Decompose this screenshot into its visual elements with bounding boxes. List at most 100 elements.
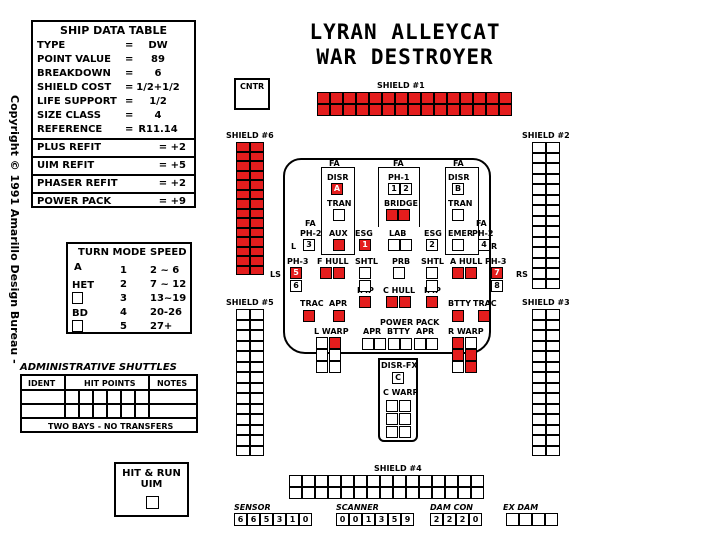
shield-4-box[interactable] <box>471 475 484 487</box>
phaser-6-box[interactable]: 6 <box>290 280 302 292</box>
shield-4-box[interactable] <box>289 475 302 487</box>
shield-3-box[interactable] <box>532 330 546 341</box>
scanner-track-box[interactable]: 3 <box>375 513 388 526</box>
apr-box[interactable] <box>374 338 386 350</box>
l-warp-box[interactable] <box>316 349 328 361</box>
shield-3-box[interactable] <box>532 351 546 362</box>
shield-6-box[interactable] <box>236 265 250 275</box>
shield-1-box[interactable] <box>395 92 408 104</box>
het-checkbox[interactable] <box>72 292 83 304</box>
shuttle-box[interactable] <box>426 267 438 279</box>
shield-4-box[interactable] <box>406 487 419 499</box>
shield-1-box[interactable] <box>343 92 356 104</box>
shield-2-box[interactable] <box>546 205 560 216</box>
l-warp-box[interactable] <box>329 337 341 349</box>
shield-4-box[interactable] <box>302 487 315 499</box>
shield-5-box[interactable] <box>236 403 250 414</box>
shield-6-box[interactable] <box>236 237 250 247</box>
shield-1-box[interactable] <box>369 92 382 104</box>
shield-5-box[interactable] <box>250 330 264 341</box>
shield-3-box[interactable] <box>532 382 546 393</box>
shield-5-box[interactable] <box>236 309 250 320</box>
shield-2-box[interactable] <box>532 236 546 247</box>
phaser-1-box[interactable]: 1 <box>388 183 400 195</box>
shield-6-box[interactable] <box>250 246 264 256</box>
disruptor-a-box[interactable]: A <box>331 183 343 195</box>
dam-con-track-box[interactable]: 2 <box>430 513 443 526</box>
r-warp-box[interactable] <box>465 361 477 373</box>
apr-box[interactable] <box>362 338 374 350</box>
shield-4-box[interactable] <box>328 475 341 487</box>
lab-box[interactable] <box>388 239 400 251</box>
tractor-box[interactable] <box>303 310 315 322</box>
shuttle-box[interactable] <box>426 280 438 292</box>
shield-4-box[interactable] <box>380 487 393 499</box>
shield-3-box[interactable] <box>546 424 560 435</box>
r-warp-box[interactable] <box>452 349 464 361</box>
shield-1-box[interactable] <box>447 92 460 104</box>
shield-3-box[interactable] <box>546 330 560 341</box>
shield-5-box[interactable] <box>250 382 264 393</box>
shield-3-box[interactable] <box>532 340 546 351</box>
shield-2-box[interactable] <box>546 152 560 163</box>
shield-1-box[interactable] <box>317 104 330 116</box>
shield-4-box[interactable] <box>471 487 484 499</box>
shield-4-box[interactable] <box>354 487 367 499</box>
shield-3-box[interactable] <box>546 435 560 446</box>
sensor-track-box[interactable]: 0 <box>299 513 312 526</box>
shield-1-box[interactable] <box>486 104 499 116</box>
shield-1-box[interactable] <box>408 92 421 104</box>
shield-4-box[interactable] <box>380 475 393 487</box>
l-warp-box[interactable] <box>316 337 328 349</box>
shield-6-box[interactable] <box>236 227 250 237</box>
shield-4-box[interactable] <box>302 475 315 487</box>
bridge-box[interactable] <box>386 209 398 221</box>
shield-2-box[interactable] <box>532 205 546 216</box>
apr-box[interactable] <box>333 310 345 322</box>
sensor-track-box[interactable]: 3 <box>273 513 286 526</box>
scanner-track-box[interactable]: 9 <box>401 513 414 526</box>
transporter-box[interactable] <box>333 209 345 221</box>
shield-4-box[interactable] <box>341 487 354 499</box>
shield-6-box[interactable] <box>236 208 250 218</box>
shield-1-box[interactable] <box>330 92 343 104</box>
shield-3-box[interactable] <box>546 319 560 330</box>
c-warp-box[interactable] <box>386 413 398 425</box>
shield-4-box[interactable] <box>393 475 406 487</box>
f-hull-box[interactable] <box>333 267 345 279</box>
shield-2-box[interactable] <box>546 257 560 268</box>
shield-4-box[interactable] <box>419 487 432 499</box>
shield-1-box[interactable] <box>317 92 330 104</box>
shield-1-box[interactable] <box>356 104 369 116</box>
shield-6-box[interactable] <box>250 142 264 152</box>
shield-5-box[interactable] <box>236 330 250 341</box>
shield-1-box[interactable] <box>434 104 447 116</box>
impulse-box[interactable] <box>426 296 438 308</box>
shield-1-box[interactable] <box>460 104 473 116</box>
shield-5-box[interactable] <box>236 382 250 393</box>
ex-dam-track-box[interactable] <box>532 513 545 526</box>
sensor-track-box[interactable]: 6 <box>247 513 260 526</box>
transporter-box[interactable] <box>452 209 464 221</box>
shield-6-box[interactable] <box>236 142 250 152</box>
shield-6-box[interactable] <box>236 256 250 266</box>
shield-1-box[interactable] <box>382 92 395 104</box>
shield-2-box[interactable] <box>532 257 546 268</box>
shield-4-box[interactable] <box>341 475 354 487</box>
lab-box[interactable] <box>400 239 412 251</box>
shield-1-box[interactable] <box>486 92 499 104</box>
shield-4-box[interactable] <box>445 475 458 487</box>
shield-4-box[interactable] <box>406 475 419 487</box>
c-hull-box[interactable] <box>386 296 398 308</box>
shield-2-box[interactable] <box>532 268 546 279</box>
shuttle-box[interactable] <box>359 267 371 279</box>
shield-1-box[interactable] <box>499 104 512 116</box>
sensor-track-box[interactable]: 1 <box>286 513 299 526</box>
bridge-box[interactable] <box>398 209 410 221</box>
r-warp-box[interactable] <box>465 337 477 349</box>
esg-1-box[interactable]: 1 <box>359 239 371 251</box>
shield-5-box[interactable] <box>250 424 264 435</box>
ex-dam-track-box[interactable] <box>519 513 532 526</box>
shield-1-box[interactable] <box>473 92 486 104</box>
shield-4-box[interactable] <box>354 475 367 487</box>
